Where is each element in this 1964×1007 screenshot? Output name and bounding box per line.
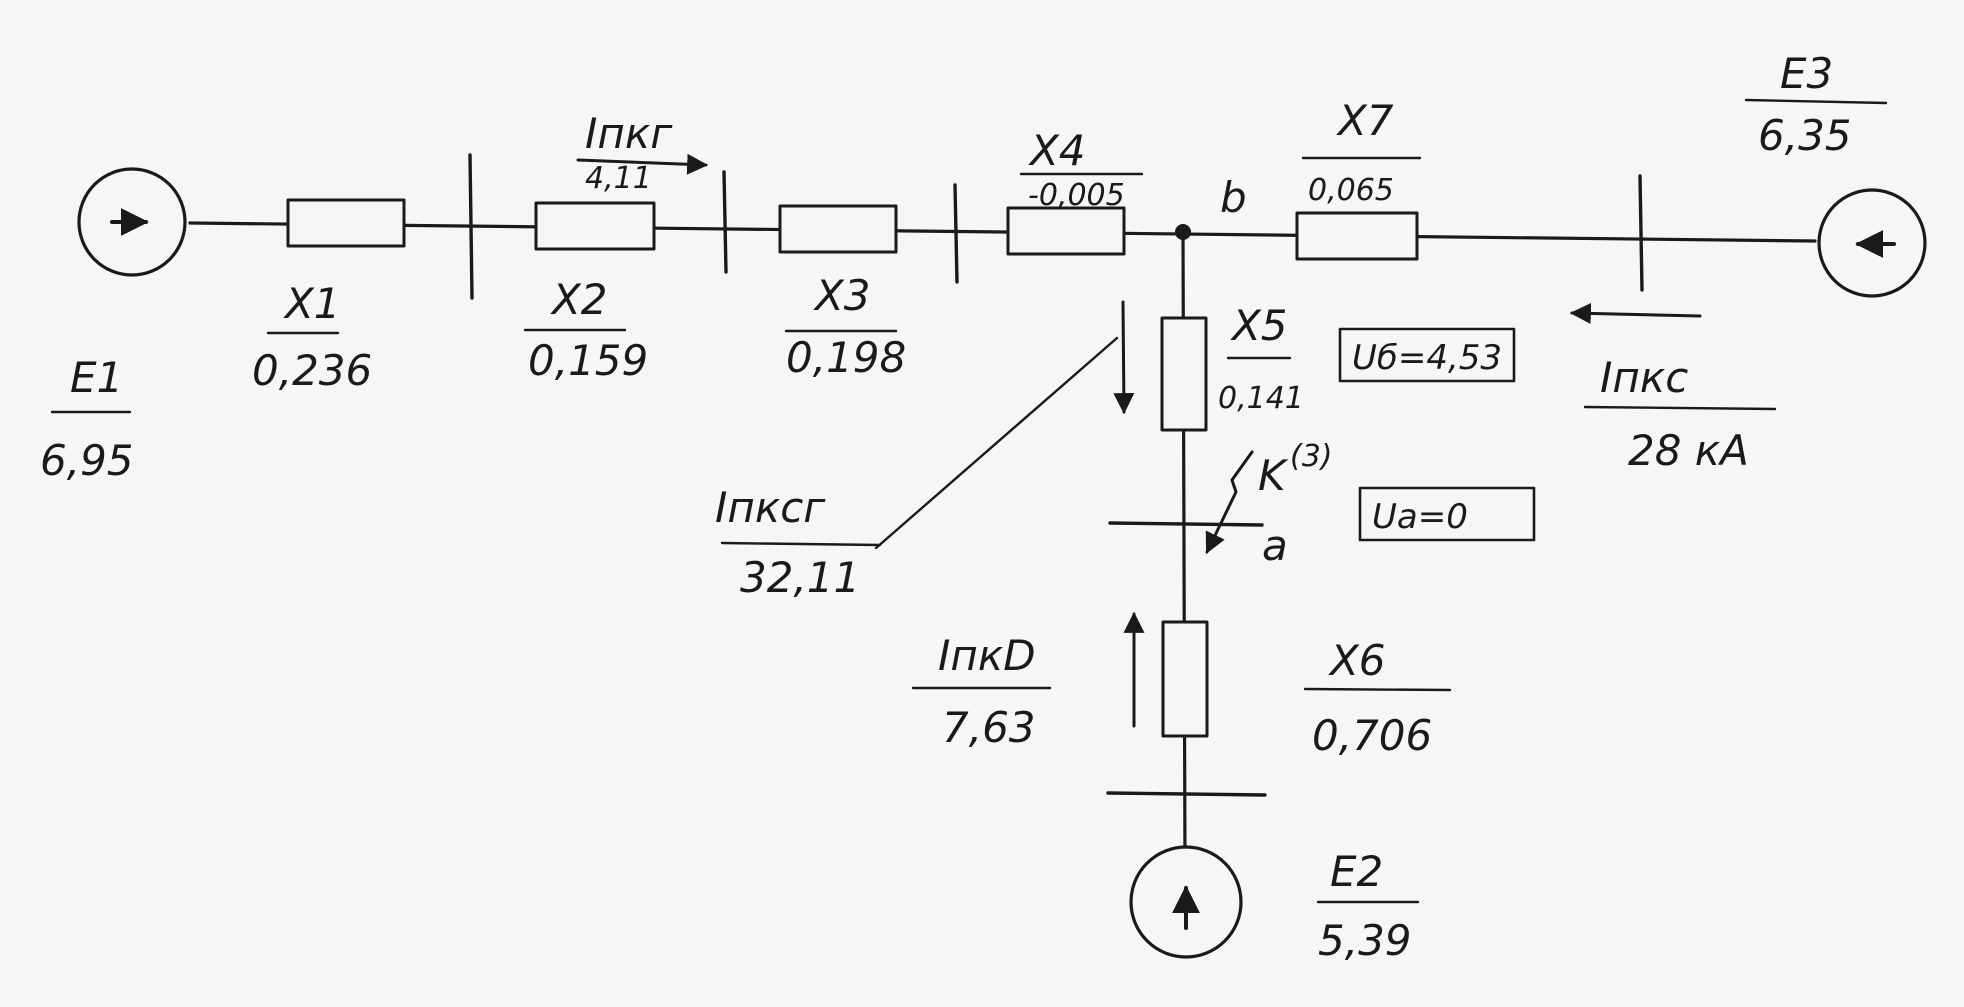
ipkd-value: 7,63 [942,703,1036,752]
bus-bar-3 [953,183,959,284]
x5-value: 0,141 [1218,381,1304,416]
node-b-junction [1175,224,1191,240]
reactance-x7 [1295,211,1419,261]
reactance-x4 [1006,206,1126,256]
e1-label: E1 [70,353,123,402]
node-a-label: a [1262,521,1288,570]
voltage-box-a: Ua=0 [1358,486,1536,542]
reactance-x6 [1161,620,1209,738]
bus-bar-4 [1638,174,1644,292]
fault-superscript: (3) [1290,439,1333,474]
x4-label: X4 [1028,126,1086,175]
fault-symbol [1205,450,1254,554]
current-arrows [576,153,1702,728]
e3-value: 6,35 [1758,111,1852,160]
e1-value: 6,95 [40,436,134,485]
x2-label: X2 [550,275,608,324]
x2-value: 0,159 [528,336,648,385]
reactance-x1 [286,198,406,248]
source-e2 [1129,845,1243,959]
ipks-label: Iпкс [1600,353,1688,402]
x7-value: 0,065 [1308,173,1394,208]
fault-label: K [1258,451,1289,500]
reactance-x3 [778,204,898,254]
x7-label: X7 [1336,96,1394,145]
fraction-bars [50,98,1888,904]
ipksg-arrow [1113,300,1135,415]
x4-value: -0,005 [1028,178,1125,213]
ipksg-label: Iпксг [715,483,826,532]
reactance-x2 [534,201,656,251]
e2-label: E2 [1330,847,1383,896]
source-e1 [77,167,187,277]
ipkg-arrow [576,153,709,175]
voltage-box-b: Uб=4,53 [1338,327,1516,383]
voltage-b: Uб=4,53 [1352,338,1502,378]
x5-label: X5 [1230,301,1288,350]
x6-label: X6 [1328,636,1386,685]
x1-label: X1 [283,279,341,328]
bus-bar-a [1108,521,1264,527]
e2-value: 5,39 [1318,916,1412,965]
ipks-arrow [1569,302,1702,324]
bus-bars [468,153,1644,797]
bus-bar-2 [722,170,728,274]
ipkg-value: 4,11 [585,161,652,196]
e3-label: E3 [1780,49,1833,98]
x1-value: 0,236 [252,346,372,395]
bus-bar-5 [1106,791,1267,797]
voltage-a: Ua=0 [1372,497,1468,537]
x3-value: 0,198 [786,333,906,382]
node-b-label: b [1220,173,1247,222]
ipks-value: 28 кА [1628,426,1749,475]
bus-bar-1 [468,153,474,300]
ipkg-label: Iпкг [585,109,673,158]
x3-label: X3 [813,271,871,320]
x6-value: 0,706 [1312,711,1432,760]
ipksg-value: 32,11 [740,553,860,602]
ipkd-label: IпкD [938,631,1036,680]
ipksg-leader [874,336,1119,550]
main-line [188,221,1817,243]
source-e3 [1817,188,1927,298]
reactance-x5 [1160,316,1208,432]
